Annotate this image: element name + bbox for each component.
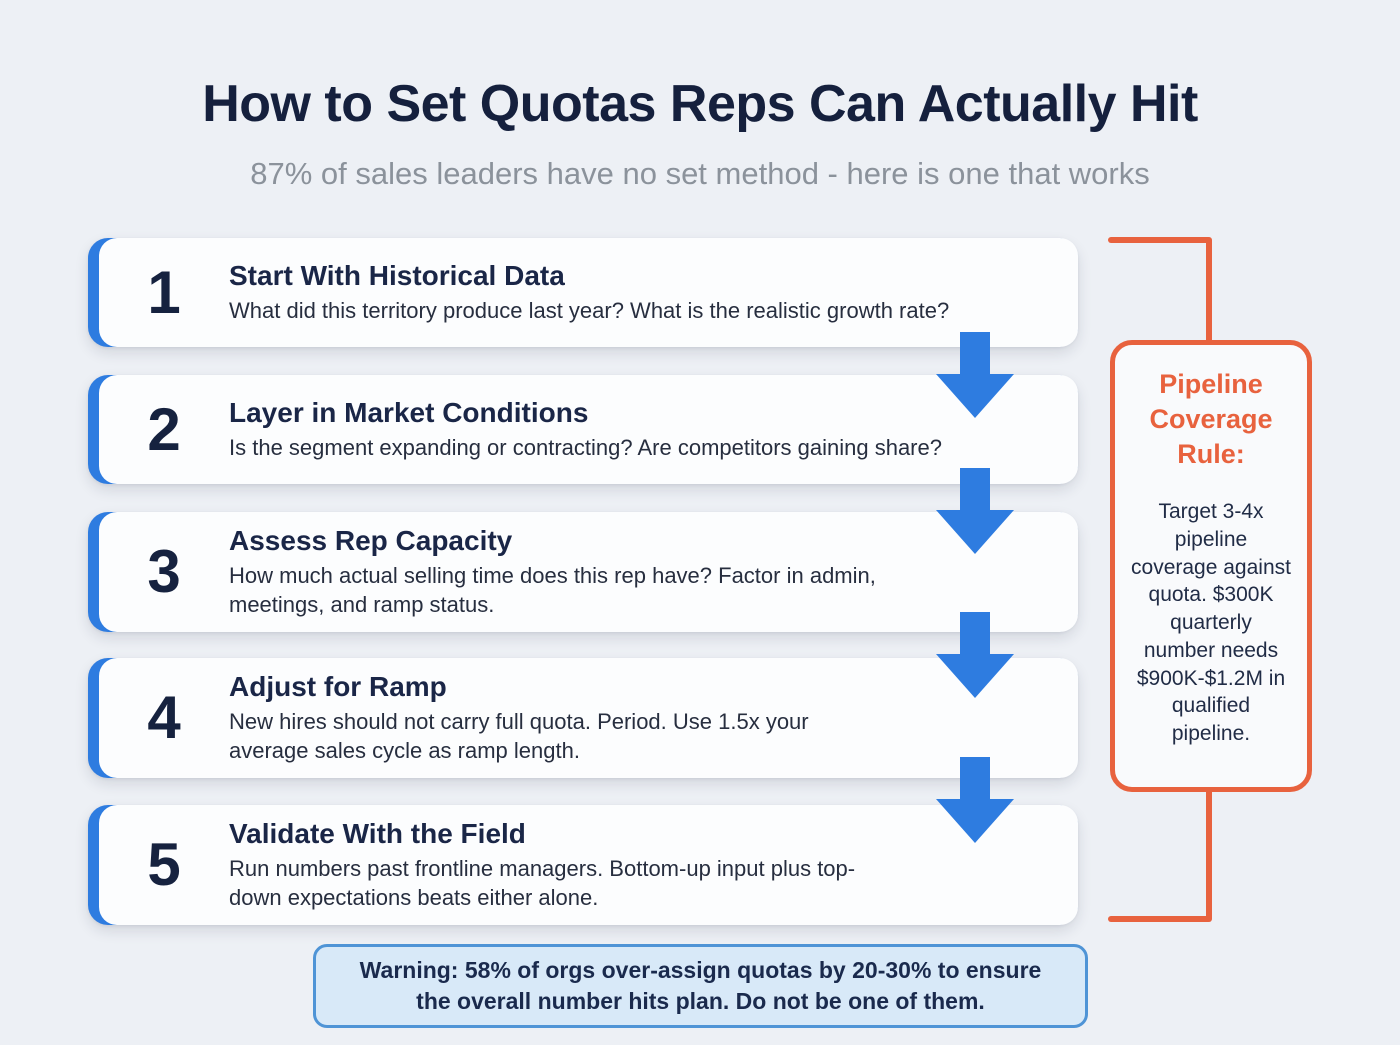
bracket-top-vertical-line	[1206, 237, 1212, 344]
step-1-number: 1	[147, 258, 181, 326]
down-arrow-icon	[936, 468, 1014, 554]
down-arrow-head	[936, 374, 1014, 418]
down-arrow-icon	[936, 612, 1014, 698]
step-card-2-body: 2 Layer in Market Conditions Is the segm…	[99, 375, 1078, 484]
step-2-title: Layer in Market Conditions	[229, 396, 589, 428]
step-card-4-body: 4 Adjust for Ramp New hires should not c…	[99, 658, 1078, 778]
step-2-number: 2	[147, 395, 181, 463]
pipeline-coverage-callout: Pipeline Coverage Rule: Target 3-4x pipe…	[1110, 340, 1312, 792]
bracket-bottom-vertical-line	[1206, 788, 1212, 922]
step-4-number: 4	[147, 684, 181, 751]
down-arrow-head	[936, 654, 1014, 698]
step-1-title: Start With Historical Data	[229, 259, 565, 291]
callout-title: Pipeline Coverage Rule:	[1149, 369, 1273, 470]
step-4-description: New hires should not carry full quota. P…	[229, 708, 809, 764]
step-card-3: 3 Assess Rep Capacity How much actual se…	[88, 512, 1078, 632]
down-arrow-head	[936, 799, 1014, 843]
step-2-text: Layer in Market Conditions Is the segmen…	[229, 397, 1078, 462]
step-1-description: What did this territory produce last yea…	[229, 297, 950, 323]
down-arrow-head	[936, 510, 1014, 554]
step-card-2: 2 Layer in Market Conditions Is the segm…	[88, 375, 1078, 484]
step-card-5-body: 5 Validate With the Field Run numbers pa…	[99, 805, 1078, 925]
step-1-text: Start With Historical Data What did this…	[229, 260, 1078, 325]
warning-text: Warning: 58% of orgs over-assign quotas …	[359, 956, 1042, 1014]
step-3-description: How much actual selling time does this r…	[229, 562, 876, 618]
down-arrow-icon	[936, 332, 1014, 418]
step-card-4: 4 Adjust for Ramp New hires should not c…	[88, 658, 1078, 778]
step-card-5: 5 Validate With the Field Run numbers pa…	[88, 805, 1078, 925]
step-card-1: 1 Start With Historical Data What did th…	[88, 238, 1078, 347]
down-arrow-icon	[936, 757, 1014, 843]
bracket-bottom-tick-line	[1108, 916, 1211, 922]
step-3-title: Assess Rep Capacity	[229, 524, 513, 556]
down-arrow-shaft	[960, 468, 990, 510]
step-3-number: 3	[147, 538, 181, 605]
step-3-text: Assess Rep Capacity How much actual sell…	[229, 525, 1078, 620]
down-arrow-shaft	[960, 332, 990, 374]
callout-body: Target 3-4x pipeline coverage against qu…	[1131, 500, 1291, 746]
step-5-text: Validate With the Field Run numbers past…	[229, 818, 1078, 913]
step-card-3-body: 3 Assess Rep Capacity How much actual se…	[99, 512, 1078, 632]
step-5-number: 5	[147, 831, 181, 898]
down-arrow-shaft	[960, 757, 990, 799]
step-2-description: Is the segment expanding or contracting?…	[229, 434, 942, 460]
bracket-top-tick-line	[1108, 237, 1211, 243]
step-5-title: Validate With the Field	[229, 817, 526, 849]
step-5-description: Run numbers past frontline managers. Bot…	[229, 855, 856, 911]
step-card-1-body: 1 Start With Historical Data What did th…	[99, 238, 1078, 347]
step-4-title: Adjust for Ramp	[229, 670, 447, 702]
page-subtitle: 87% of sales leaders have no set method …	[250, 156, 1150, 191]
step-4-text: Adjust for Ramp New hires should not car…	[229, 671, 1078, 766]
down-arrow-shaft	[960, 612, 990, 654]
page-title: How to Set Quotas Reps Can Actually Hit	[202, 75, 1198, 133]
warning-banner: Warning: 58% of orgs over-assign quotas …	[313, 944, 1088, 1028]
